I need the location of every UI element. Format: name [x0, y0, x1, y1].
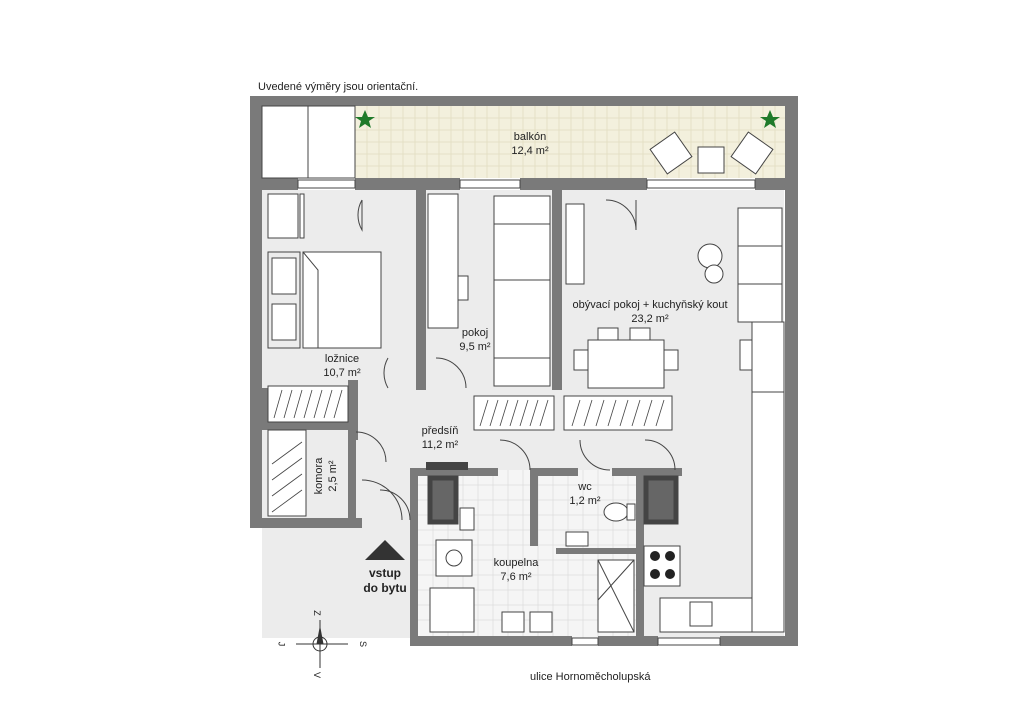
room-label-loznice: ložnice 10,7 m² [312, 352, 372, 380]
hall-wardrobe-hatch [479, 399, 665, 427]
room-label-koupelna: koupelna 7,6 m² [486, 556, 546, 584]
storage-shelves [267, 429, 307, 517]
room-area: 12,4 m² [511, 145, 549, 157]
room-name: balkón [513, 131, 547, 143]
balcony-cabinet [261, 105, 356, 179]
disclaimer-note: Uvedené výměry jsou orientační. [258, 81, 419, 93]
doors [355, 199, 676, 521]
bedroom-wardrobe-hatch [273, 389, 343, 419]
room-label-predsin: předsíň 11,2 m² [410, 424, 470, 452]
room-area: 9,5 m² [459, 341, 491, 353]
room-name: komora [313, 457, 325, 495]
windows [297, 179, 756, 646]
compass-west-label: J [276, 641, 287, 647]
room-name: pokoj [461, 327, 489, 339]
room-label-wc: wc 1,2 m² [560, 480, 610, 508]
stove-icon [650, 551, 675, 579]
room-label-balkon: balkón 12,4 m² [480, 130, 580, 158]
entrance-line2: do bytu [363, 581, 407, 595]
room-area: 7,6 m² [500, 571, 532, 583]
storage-hatch [271, 441, 303, 513]
compass-north-label: Z [311, 610, 322, 616]
room-area: 1,2 m² [569, 495, 601, 507]
street-label: ulice Hornoměcholupská [530, 671, 651, 683]
room-area: 23,2 m² [631, 313, 669, 325]
room-name: wc [578, 481, 592, 493]
balcony-chairs [649, 131, 774, 175]
room-area: 11,2 m² [421, 439, 459, 451]
room-furniture [427, 193, 551, 387]
room-name: předsíň [421, 425, 459, 437]
room-name: ložnice [324, 353, 360, 365]
walls [250, 96, 798, 646]
compass-east-label: V [312, 671, 323, 679]
entrance-line1: vstup [368, 566, 401, 580]
plant-icon-right [760, 110, 780, 128]
hall-bench [426, 462, 468, 470]
room-name: obývací pokoj + kuchyňský kout [572, 299, 728, 311]
compass-icon [296, 620, 348, 668]
entrance-label: vstup do bytu [350, 566, 420, 596]
plant-icon-left [355, 110, 375, 128]
room-name: koupelna [493, 557, 539, 569]
room-area: 2,5 m² [327, 460, 339, 492]
room-area: 10,7 m² [323, 367, 361, 379]
bathroom-fixtures [427, 475, 679, 633]
entrance-arrow-icon [365, 540, 405, 560]
room-label-obyvaci: obývací pokoj + kuchyňský kout 23,2 m² [560, 298, 740, 326]
room-label-pokoj: pokoj 9,5 m² [450, 326, 500, 354]
compass-south-label: S [358, 640, 369, 648]
living-furniture [565, 203, 785, 633]
room-label-komora: komora 2,5 m² [312, 446, 340, 506]
